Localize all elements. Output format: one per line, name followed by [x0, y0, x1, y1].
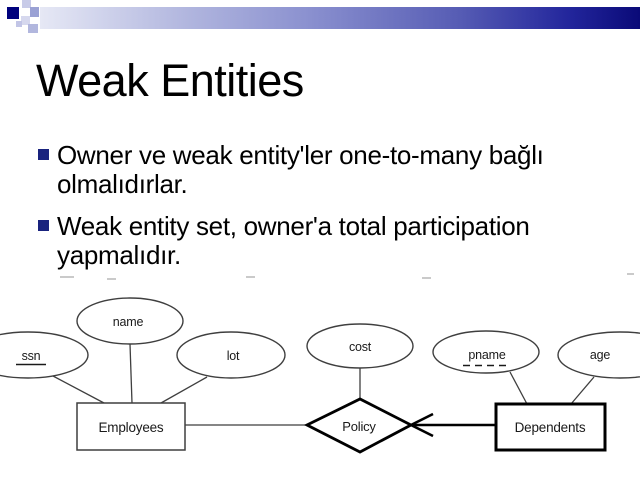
occluded-text-artifact [246, 276, 255, 278]
entity-rect-dependents-weak [494, 402, 607, 452]
bullet-line: yapmalıdır. [57, 240, 181, 270]
bullet-list: Owner ve weak entity'ler one-to-many bağ… [38, 141, 618, 283]
occluded-text-artifact [422, 277, 431, 279]
bullet-item: Weak entity set, owner'a total participa… [38, 212, 618, 270]
attribute-label-pname: pname [468, 348, 505, 362]
connector-ssn-employees [52, 375, 105, 404]
decor-square-accent [7, 7, 19, 19]
bullet-line: Owner ve weak entity'ler one-to-many bağ… [57, 140, 544, 170]
attribute-label-age: age [590, 348, 611, 362]
bullet-item: Owner ve weak entity'ler one-to-many bağ… [38, 141, 618, 199]
arrowhead-lower-barb [410, 423, 434, 438]
attribute-ellipse-lot [176, 331, 286, 379]
bullet-marker-icon [38, 149, 49, 160]
bullet-text: Weak entity set, owner'a total participa… [57, 212, 530, 270]
connector-name-employees [129, 343, 133, 404]
decor-square [30, 7, 39, 17]
relationship-diamond-policy [303, 397, 415, 454]
er-diagram: ssn name lot cost pname age Employees De… [0, 295, 640, 480]
decor-square [21, 16, 30, 25]
entity-label-dependents: Dependents [515, 420, 586, 435]
attribute-label-ssn: ssn [22, 349, 41, 363]
header-gradient-bar [40, 7, 640, 29]
occluded-text-artifact [107, 278, 116, 280]
connector-age-dependents [570, 376, 595, 405]
entity-rect-employees [76, 402, 186, 451]
arrowhead-upper-barb [410, 412, 434, 427]
slide-title: Weak Entities [36, 55, 304, 106]
decor-square [28, 24, 38, 33]
decor-square [16, 21, 22, 27]
bullet-marker-icon [38, 220, 49, 231]
attribute-ellipse-age [557, 331, 640, 379]
attribute-ellipse-cost [306, 323, 414, 369]
bullet-line: Weak entity set, owner'a total participa… [57, 211, 530, 241]
relationship-label-policy: Policy [342, 419, 376, 434]
attribute-label-cost: cost [349, 340, 372, 354]
bullet-text: Owner ve weak entity'ler one-to-many bağ… [57, 141, 544, 199]
connector-pname-dependents [509, 371, 528, 405]
attribute-ellipse-ssn [0, 331, 89, 379]
occluded-text-artifact [627, 273, 634, 275]
bullet-line: olmalıdırlar. [57, 169, 188, 199]
attribute-ellipse-pname [432, 330, 540, 374]
entity-label-employees: Employees [99, 420, 164, 435]
connector-lot-employees [160, 376, 208, 404]
attribute-label-name: name [113, 315, 144, 329]
attribute-label-lot: lot [227, 349, 240, 363]
attribute-ellipse-name [76, 297, 184, 345]
occluded-text-artifact [60, 276, 74, 278]
decor-square [22, 0, 31, 8]
